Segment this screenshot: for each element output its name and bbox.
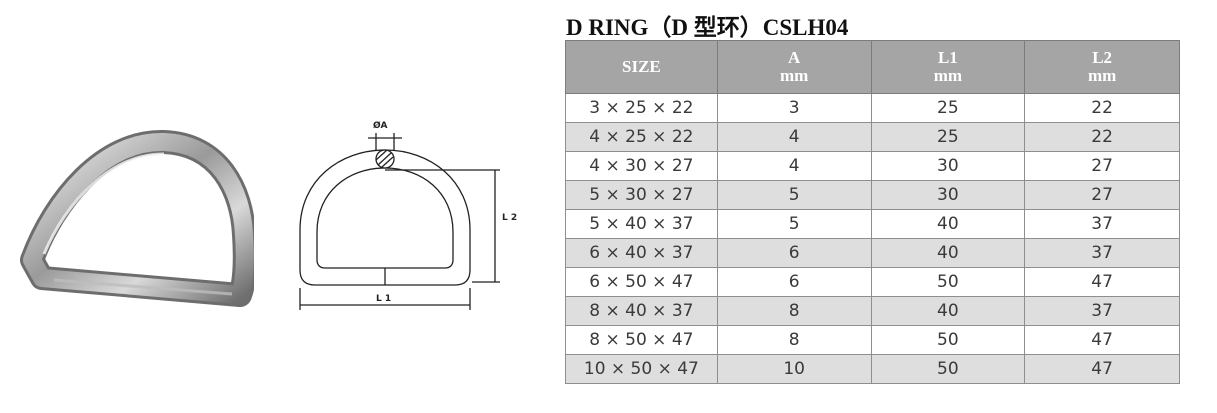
table-row: 5 × 40 × 37 5 40 37	[565, 209, 1180, 239]
cell-size: 5 × 30 × 27	[565, 180, 718, 210]
header-size: SIZE	[565, 40, 718, 94]
cell-l1: 40	[870, 238, 1026, 268]
cell-l2: 37	[1024, 209, 1180, 239]
cell-l2: 27	[1024, 151, 1180, 181]
cell-l2: 37	[1024, 238, 1180, 268]
table-row: 8 × 40 × 37 8 40 37	[565, 296, 1180, 326]
table-row: 10 × 50 × 47 10 50 47	[565, 354, 1180, 384]
cell-size: 4 × 25 × 22	[565, 122, 718, 152]
cell-l2: 22	[1024, 93, 1180, 123]
cell-size: 4 × 30 × 27	[565, 151, 718, 181]
header-a-unit: mm	[779, 66, 809, 85]
cell-l1: 40	[870, 209, 1026, 239]
table-row: 4 × 25 × 22 4 25 22	[565, 122, 1180, 152]
cell-a: 6	[716, 238, 872, 268]
cell-l1: 25	[870, 122, 1026, 152]
cell-size: 6 × 40 × 37	[565, 238, 718, 268]
table-row: 4 × 30 × 27 4 30 27	[565, 151, 1180, 181]
cell-size: 6 × 50 × 47	[565, 267, 718, 297]
cell-l1: 50	[870, 354, 1026, 384]
cell-a: 5	[716, 209, 872, 239]
l1-label: L 1	[376, 294, 391, 304]
table-row: 5 × 30 × 27 5 30 27	[565, 180, 1180, 210]
cell-a: 3	[716, 93, 872, 123]
header-l1: L1 mm	[870, 40, 1026, 94]
cell-l2: 47	[1024, 325, 1180, 355]
cell-size: 5 × 40 × 37	[565, 209, 718, 239]
cell-size: 10 × 50 × 47	[565, 354, 718, 384]
header-l2: L2 mm	[1024, 40, 1180, 94]
header-a: A mm	[716, 40, 872, 94]
table-row: 8 × 50 × 47 8 50 47	[565, 325, 1180, 355]
cell-l1: 30	[870, 180, 1026, 210]
cell-l1: 30	[870, 151, 1026, 181]
header-l1-unit: mm	[933, 66, 963, 85]
header-l1-label: L1	[937, 48, 958, 67]
cell-a: 8	[716, 296, 872, 326]
cell-l2: 22	[1024, 122, 1180, 152]
d-ring-technical-drawing: ØA L 2 L 1	[299, 120, 517, 310]
spec-table: SIZE A mm L1 mm L2 mm 3 × 25 × 22 3 25 2…	[565, 40, 1180, 384]
header-l2-label: L2	[1092, 48, 1113, 67]
cell-a: 4	[716, 122, 872, 152]
d-ring-photo	[20, 130, 254, 307]
cell-l1: 25	[870, 93, 1026, 123]
cell-l1: 50	[870, 267, 1026, 297]
header-l2-unit: mm	[1087, 66, 1117, 85]
header-a-label: A	[787, 48, 801, 67]
cell-size: 8 × 50 × 47	[565, 325, 718, 355]
cell-size: 8 × 40 × 37	[565, 296, 718, 326]
header-size-label: SIZE	[622, 57, 661, 76]
table-row: 3 × 25 × 22 3 25 22	[565, 93, 1180, 123]
cell-a: 4	[716, 151, 872, 181]
cell-l2: 37	[1024, 296, 1180, 326]
cell-l1: 40	[870, 296, 1026, 326]
table-row: 6 × 50 × 47 6 50 47	[565, 267, 1180, 297]
table-row: 6 × 40 × 37 6 40 37	[565, 238, 1180, 268]
cell-a: 8	[716, 325, 872, 355]
page-title: D RING（D 型环）CSLH04	[566, 15, 849, 40]
l2-label: L 2	[502, 213, 517, 223]
table-header-row: SIZE A mm L1 mm L2 mm	[565, 40, 1180, 94]
cell-a: 6	[716, 267, 872, 297]
cell-size: 3 × 25 × 22	[565, 93, 718, 123]
cell-l1: 50	[870, 325, 1026, 355]
cell-a: 5	[716, 180, 872, 210]
dia-a-label: ØA	[373, 120, 387, 131]
cell-l2: 47	[1024, 354, 1180, 384]
cell-a: 10	[716, 354, 872, 384]
cell-l2: 27	[1024, 180, 1180, 210]
cell-l2: 47	[1024, 267, 1180, 297]
